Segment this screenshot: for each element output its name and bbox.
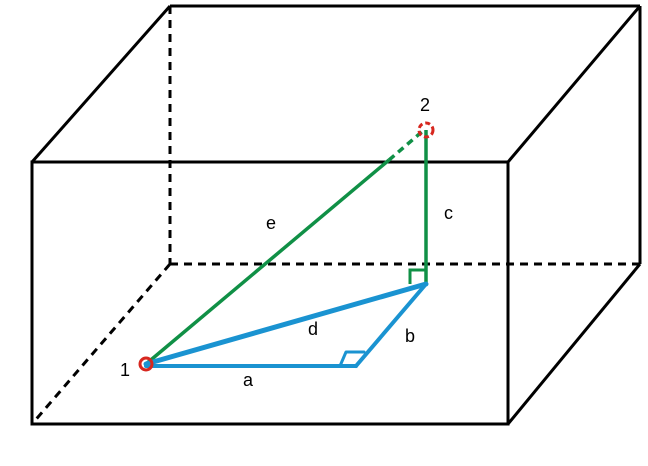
segment-e <box>144 158 391 366</box>
front-face <box>30 160 510 426</box>
top-left-edge <box>30 5 172 163</box>
point-1-label: 1 <box>120 360 130 380</box>
segment-d-label: d <box>308 319 318 339</box>
point-1-marker <box>138 356 154 372</box>
segment-e-label: e <box>266 213 276 233</box>
segment-a-label: a <box>243 370 254 390</box>
segment-c-label: c <box>444 203 453 223</box>
blue-segments <box>143 281 429 368</box>
hidden-edge-floor-diagonal <box>30 263 172 425</box>
segment-e-hidden-part <box>387 128 426 162</box>
bottom-right-edge <box>506 263 642 425</box>
segment-b-label: b <box>405 326 415 346</box>
point-2-label: 2 <box>420 95 430 115</box>
segment-b <box>354 282 428 368</box>
visible-box-edges <box>30 4 642 426</box>
hidden-box-edges <box>30 6 640 425</box>
right-angle-marker-c <box>408 268 426 284</box>
point-2-marker <box>417 121 435 139</box>
green-segments <box>144 128 428 366</box>
segment-d <box>143 281 429 367</box>
right-angle-marker-ab <box>338 350 366 368</box>
top-right-edge <box>506 5 642 163</box>
